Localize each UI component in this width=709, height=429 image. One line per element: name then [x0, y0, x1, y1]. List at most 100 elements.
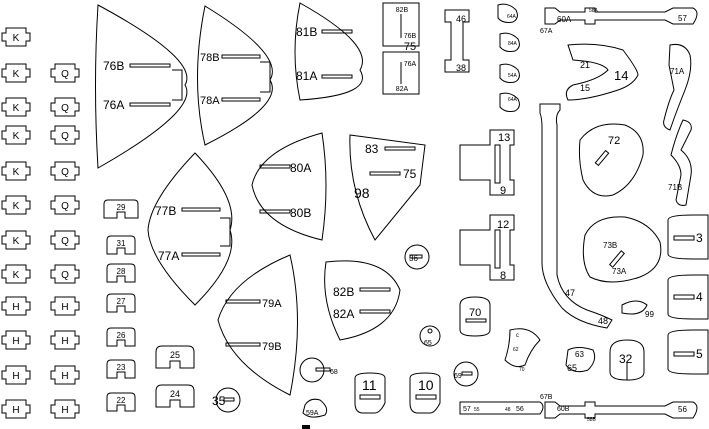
tab-q-5: Q	[50, 161, 80, 181]
tab-h-1: H	[1, 296, 31, 316]
part-label: 59A	[306, 410, 319, 417]
tab-letter: Q	[61, 236, 69, 247]
part-label: 10	[418, 377, 434, 393]
part-label: 70	[519, 367, 525, 373]
part-label: c	[516, 333, 519, 339]
part-label: 73A	[612, 267, 627, 276]
tab-k-4: K	[1, 125, 31, 145]
part-label: 22	[117, 396, 126, 405]
tab-letter: Q	[61, 69, 69, 80]
tab-q-7: Q	[50, 230, 80, 250]
tab-h-6: H	[50, 365, 80, 385]
part-label: 76B	[404, 33, 417, 40]
part-label: 57	[678, 14, 687, 23]
tab-h-2: H	[50, 296, 80, 316]
sheet-mark	[302, 425, 310, 429]
part-label: 48	[598, 316, 608, 326]
tab-k-3: K	[1, 97, 31, 117]
slot-tab-29: 29	[103, 199, 139, 219]
part-label: 31	[117, 239, 126, 248]
slot-tab-31: 31	[106, 235, 136, 255]
part-label: 63	[575, 350, 584, 359]
part-12-8: 12 8	[459, 214, 515, 282]
wing-79: 79A 79B	[217, 254, 298, 396]
slot-tab-28: 28	[106, 263, 136, 283]
part-label: 27	[117, 297, 126, 306]
arm-71a: 71A	[663, 44, 692, 131]
part-label: 58B	[587, 417, 597, 423]
part-99: 99	[621, 300, 654, 319]
tab-letter: H	[61, 371, 68, 382]
part-label: 60B	[557, 406, 570, 413]
part-label: 99	[645, 310, 654, 319]
slot-tab-26: 26	[106, 327, 136, 347]
part-label: 83	[365, 142, 379, 156]
part-label: 36	[409, 254, 418, 263]
wing-82: 82B 82A	[324, 260, 401, 341]
part-label: 75	[403, 167, 417, 181]
part-69: 69	[453, 361, 479, 387]
wing-76: 76B 76A	[95, 4, 188, 169]
part-label: 80B	[290, 206, 311, 220]
part-label: 15	[580, 83, 590, 93]
part-label: 5	[696, 347, 703, 361]
part-label: 24	[170, 389, 180, 399]
tab-letter: K	[13, 201, 20, 212]
part-label: 76A	[404, 61, 417, 68]
part-label: 81B	[296, 25, 317, 39]
part-label: 25	[170, 350, 180, 360]
tab-letter: K	[13, 69, 20, 80]
strip-75: 82B 76B 75 76A 82A	[382, 2, 420, 95]
part-label: 64A	[507, 14, 517, 20]
tab-k-5: K	[1, 161, 31, 181]
part-32: 32	[609, 339, 645, 381]
part-label: 9	[500, 185, 506, 197]
part-label: 78A	[200, 95, 220, 107]
part-10: 10	[409, 372, 441, 414]
slot-tab-22: 22	[106, 392, 136, 412]
rod-bottom-1: 57 55 48 56	[459, 401, 544, 415]
part-label: 67B	[540, 394, 553, 401]
part-13-9: 13 9	[459, 129, 515, 197]
tab-h-7: H	[1, 399, 31, 419]
part-label: 28	[117, 267, 126, 276]
part-label: 65	[424, 340, 432, 347]
tab-letter: H	[12, 336, 19, 347]
slot-tab-24: 24	[155, 384, 195, 408]
tab-k-6: K	[1, 195, 31, 215]
tab-q-8: Q	[50, 264, 80, 284]
small-tab-column: K K Q K Q K Q K	[1, 27, 80, 419]
bracket-14: 21 14 15	[565, 43, 639, 101]
wing-78: 78B 78A	[197, 5, 273, 146]
tab-letter: Q	[61, 167, 69, 178]
part-label: 76B	[103, 59, 124, 73]
wing-83-75-98: 83 75 98	[349, 134, 426, 241]
part-label: 56	[516, 406, 524, 413]
part-label: 58A	[589, 8, 599, 14]
tab-k-8: K	[1, 264, 31, 284]
tab-letter: K	[13, 103, 20, 114]
part-label: 82B	[396, 7, 409, 14]
part-label: 79B	[262, 341, 282, 353]
tab-5: 5	[667, 329, 709, 375]
tab-letter: H	[12, 371, 19, 382]
tab-letter: H	[12, 405, 19, 416]
part-label: 23	[117, 363, 126, 372]
part-46-38: 46 38	[444, 9, 470, 73]
tab-letter: H	[61, 405, 68, 416]
part-label: 82B	[333, 285, 354, 299]
round-65: 65	[419, 325, 441, 347]
part-label: 11	[362, 377, 377, 393]
tab-4: 4	[667, 274, 709, 320]
part-label: 77B	[155, 204, 176, 218]
tab-h-5: H	[1, 365, 31, 385]
part-11: 11	[354, 372, 386, 414]
part-label: 65	[567, 363, 577, 373]
tab-letter: Q	[61, 201, 69, 212]
part-label: 76A	[103, 98, 124, 112]
part-label: 67A	[540, 28, 553, 35]
tab-letter: K	[13, 236, 20, 247]
part-59a: 59A	[302, 398, 328, 418]
part-label: 13	[498, 132, 510, 144]
